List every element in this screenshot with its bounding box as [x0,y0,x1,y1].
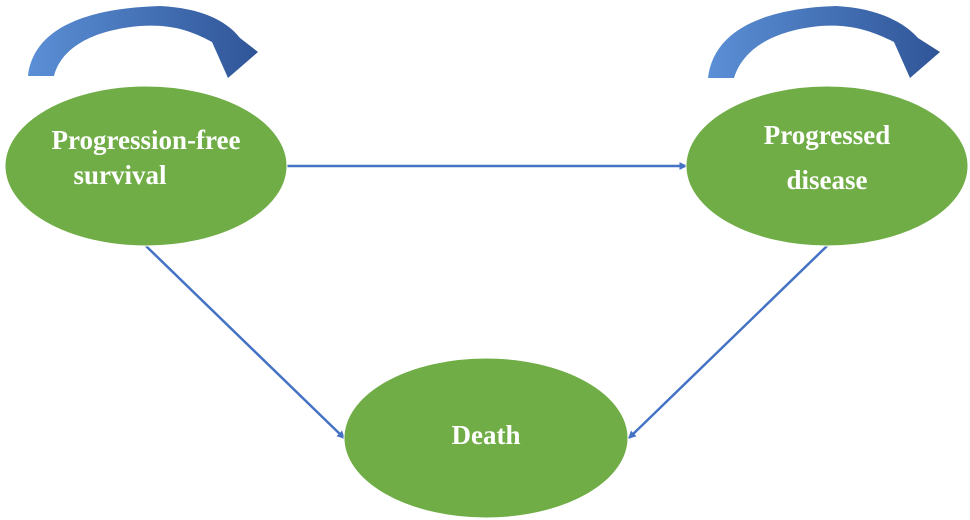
state-label-line1: Progression-free [52,125,241,155]
state-label-line1: Progressed [764,120,890,150]
state-death: Death [343,357,629,519]
state-label: Death [452,420,521,450]
state-progression-free-survival: Progression-free survival [4,85,288,247]
self-loop-arrow-pd [708,6,940,78]
transition-arrow-pfs-to-death [145,245,345,439]
transition-arrow-pd-to-death [628,245,828,439]
self-loop-arrow-pfs [28,6,258,78]
state-label-line2: survival [73,160,167,190]
state-label-line2: disease [787,165,868,195]
state-progressed-disease: Progressed disease [685,85,969,247]
